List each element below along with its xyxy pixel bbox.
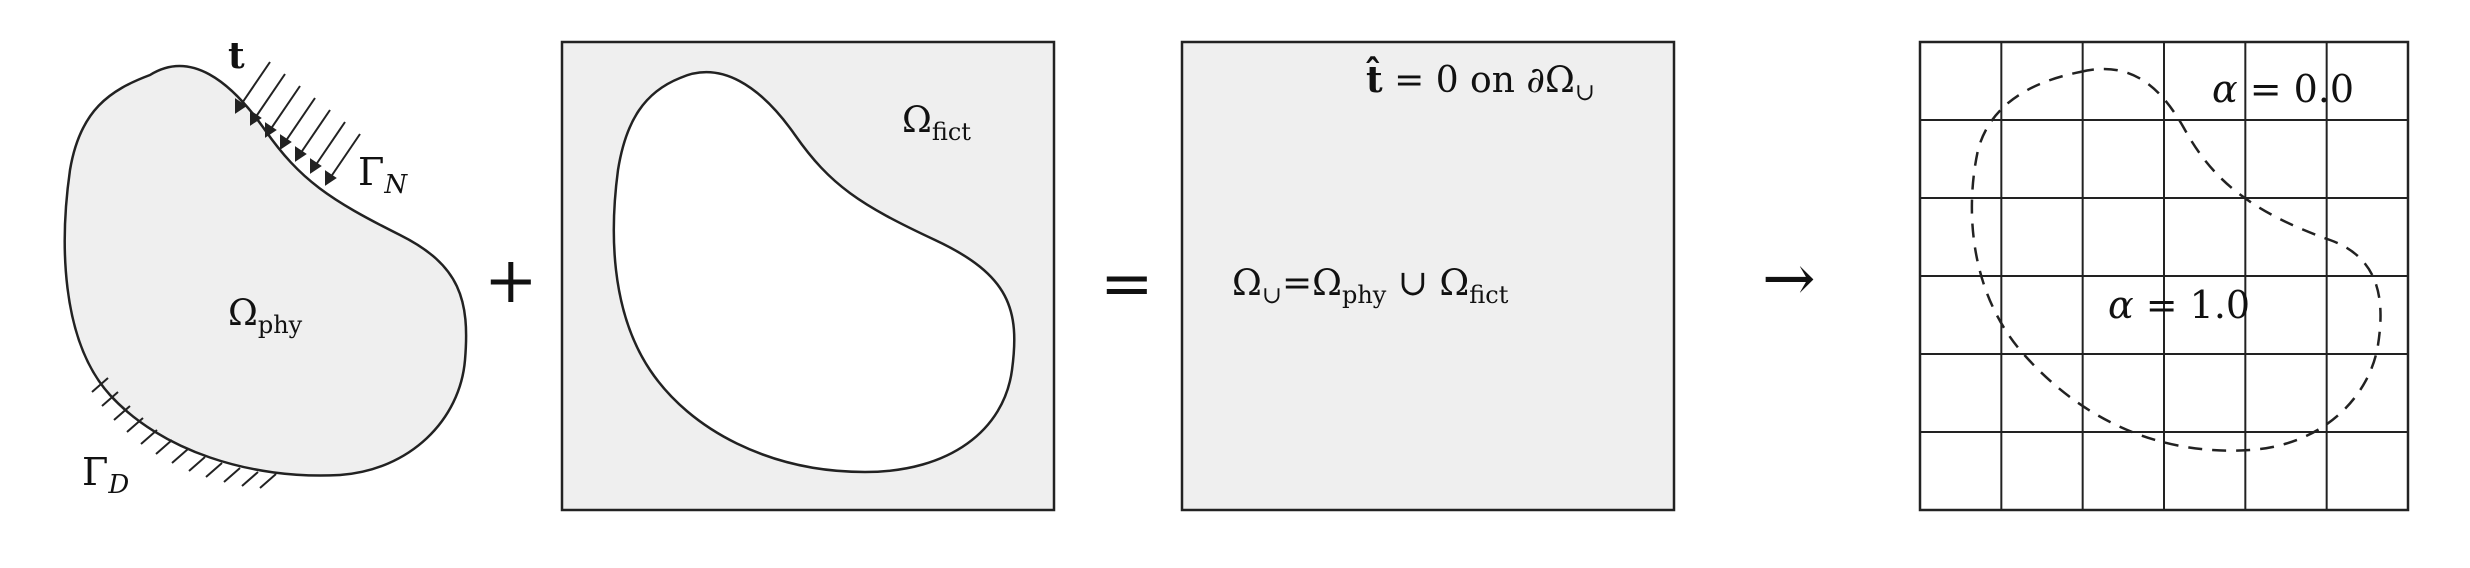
fictitious-domain-label: Ωfict	[902, 100, 971, 146]
grid-panel: α = 0.0 α = 1.0	[1918, 40, 2410, 512]
plus-operator: +	[484, 244, 538, 318]
union-domain-box	[1180, 40, 1676, 512]
fictitious-domain-panel: Ωfict	[560, 40, 1056, 512]
union-domain-panel: t̂ = 0 on ∂Ω∪ Ω∪=Ωphy ∪ Ωfict	[1180, 40, 1676, 512]
traction-free-condition: t̂ = 0 on ∂Ω∪	[1366, 56, 1595, 106]
physical-domain-panel: t ΓN ΓD Ωphy	[63, 35, 468, 500]
dirichlet-hatching	[91, 377, 277, 489]
alpha-outside-label: α = 0.0	[2212, 67, 2354, 111]
grid-lines	[1920, 42, 2408, 510]
maps-to-arrow: →	[1762, 242, 1816, 316]
union-definition: Ω∪=Ωphy ∪ Ωfict	[1232, 263, 1509, 309]
traction-label: t	[228, 35, 245, 77]
neumann-boundary-label: ΓN	[358, 150, 408, 200]
traction-arrows	[235, 61, 361, 186]
physical-hole	[612, 70, 1016, 474]
embedded-boundary-dashed	[1970, 67, 2382, 452]
physical-domain-label: Ωphy	[228, 293, 303, 339]
dirichlet-boundary-label: ΓD	[82, 450, 129, 500]
physical-domain-shape	[63, 64, 468, 477]
alpha-inside-label: α = 1.0	[2108, 283, 2250, 327]
equals-operator: =	[1100, 247, 1154, 321]
